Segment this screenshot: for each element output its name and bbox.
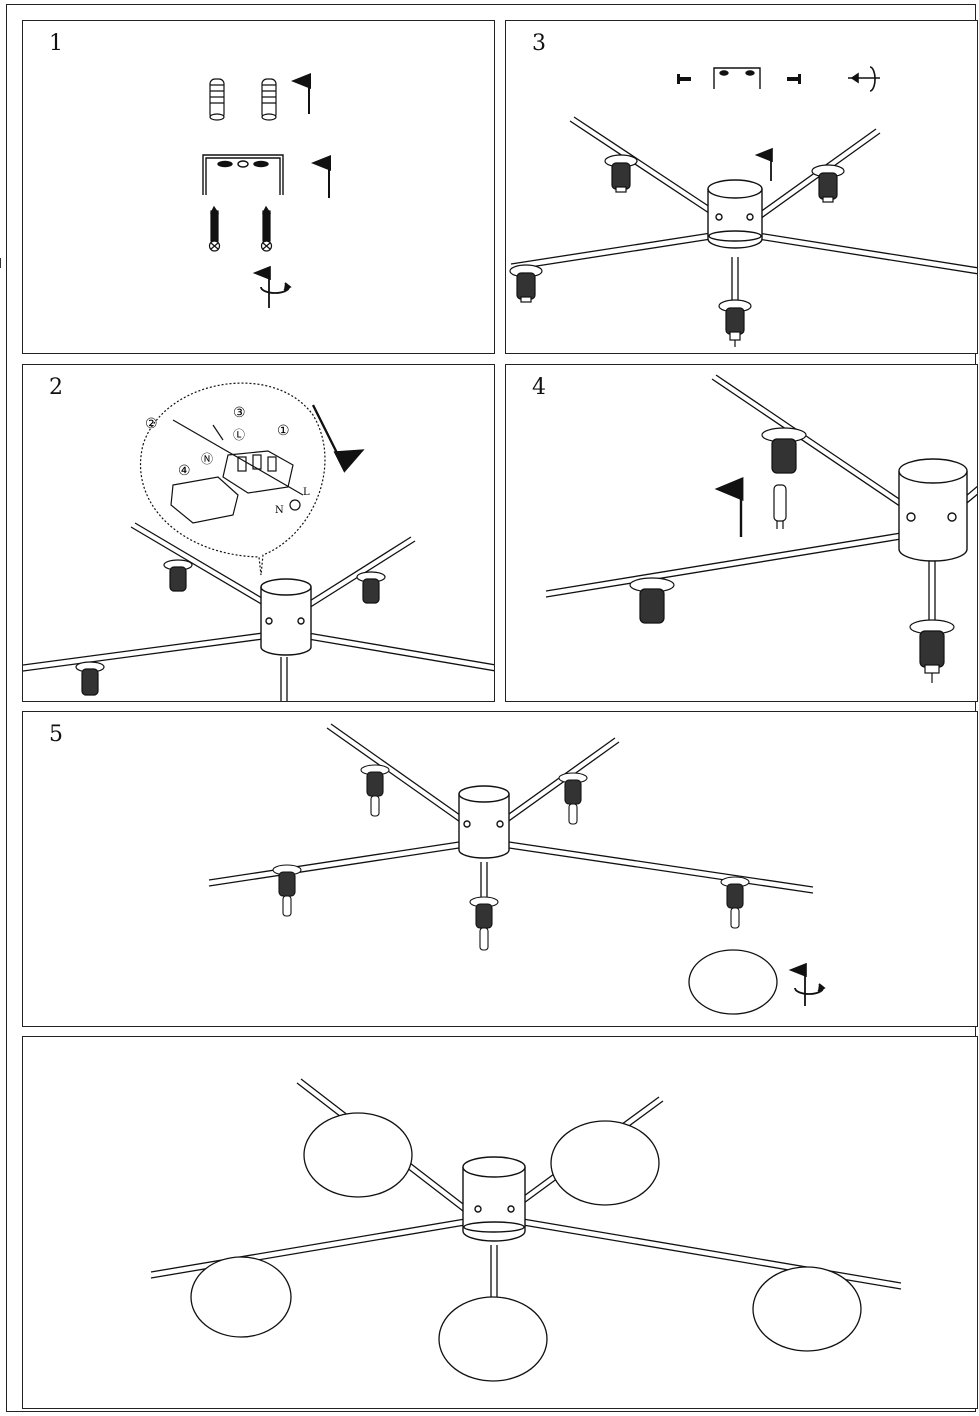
step-number: 4 (532, 375, 546, 400)
wall-plug-icon (209, 78, 225, 121)
step-number: 5 (49, 722, 63, 747)
step-4-diagram (545, 374, 977, 683)
screw-icon (787, 74, 801, 84)
step-4-panel: 4 (505, 364, 978, 702)
socket-icon (629, 577, 675, 624)
glass-shade-icon (688, 949, 778, 1015)
fixture-canopy (898, 458, 968, 562)
socket-with-bulb-icon (720, 876, 750, 929)
step-1-diagram (202, 73, 331, 308)
fixture-arms (23, 522, 494, 701)
mounting-bracket-icon (202, 154, 284, 195)
step-5-diagram (208, 723, 826, 1015)
mounting-bracket-icon (713, 67, 761, 89)
final-assembly-diagram (150, 1078, 902, 1382)
step-marker-2: ② (145, 416, 158, 432)
step-marker-4: ④ (178, 463, 191, 479)
fixture-arms (545, 374, 977, 627)
arrow-down-icon (311, 404, 365, 473)
socket-icon (718, 299, 752, 347)
step-marker-3: ③ (233, 405, 246, 421)
step-number: 3 (532, 31, 546, 56)
step-3-diagram (509, 66, 977, 347)
socket-with-bulb-icon (272, 864, 302, 917)
neutral-circle-label: Ⓝ (201, 452, 213, 466)
glass-shade-icon (438, 1296, 548, 1382)
glass-shade-icon (303, 1112, 413, 1198)
margin-mark (0, 258, 5, 268)
socket-with-bulb-icon (360, 764, 390, 817)
neutral-label: N (275, 505, 284, 516)
step-2-panel: 2 ② ③ ① ④ Ⓝ Ⓛ N L (22, 364, 495, 702)
step-number: 1 (49, 31, 63, 56)
socket-icon (604, 154, 638, 193)
step-3-panel: 3 (505, 20, 978, 354)
step-number: 2 (49, 375, 63, 400)
socket-icon (163, 559, 193, 592)
screw-icon (208, 205, 221, 252)
instruction-sheet (6, 4, 976, 1412)
screw-icon (260, 205, 273, 252)
socket-icon (75, 661, 105, 696)
fixture-canopy (260, 578, 312, 656)
socket-with-bulb-icon (558, 772, 588, 825)
socket-icon (909, 619, 955, 683)
rotate-arrow-icon (252, 265, 292, 308)
step-1-panel: 1 (22, 20, 495, 354)
step-5-panel: 5 (22, 711, 978, 1027)
bulb-icon (773, 484, 787, 529)
fixture-canopy (707, 179, 763, 249)
socket-with-bulb-icon (469, 896, 499, 951)
rotate-arrow-icon (848, 66, 880, 92)
terminal-block-icon (170, 419, 304, 524)
wall-plug-icon (261, 78, 277, 121)
glass-shade-icon (752, 1266, 862, 1352)
live-label: L (303, 487, 310, 498)
socket-icon (509, 264, 543, 303)
fixture-arms (208, 723, 814, 944)
socket-icon (356, 571, 386, 604)
socket-icon (761, 427, 807, 474)
fixture-canopy (458, 785, 510, 859)
final-assembly-panel (22, 1036, 978, 1409)
glass-shade-icon (190, 1256, 292, 1338)
rotate-arrow-icon (788, 962, 826, 1006)
fixture-canopy (462, 1156, 526, 1242)
socket-icon (811, 164, 845, 203)
screw-icon (677, 74, 691, 84)
live-circle-label: Ⓛ (233, 428, 245, 442)
glass-shade-icon (550, 1120, 660, 1206)
step-marker-1: ① (277, 423, 290, 439)
step-2-diagram: ② ③ ① ④ Ⓝ Ⓛ N L (23, 382, 494, 701)
